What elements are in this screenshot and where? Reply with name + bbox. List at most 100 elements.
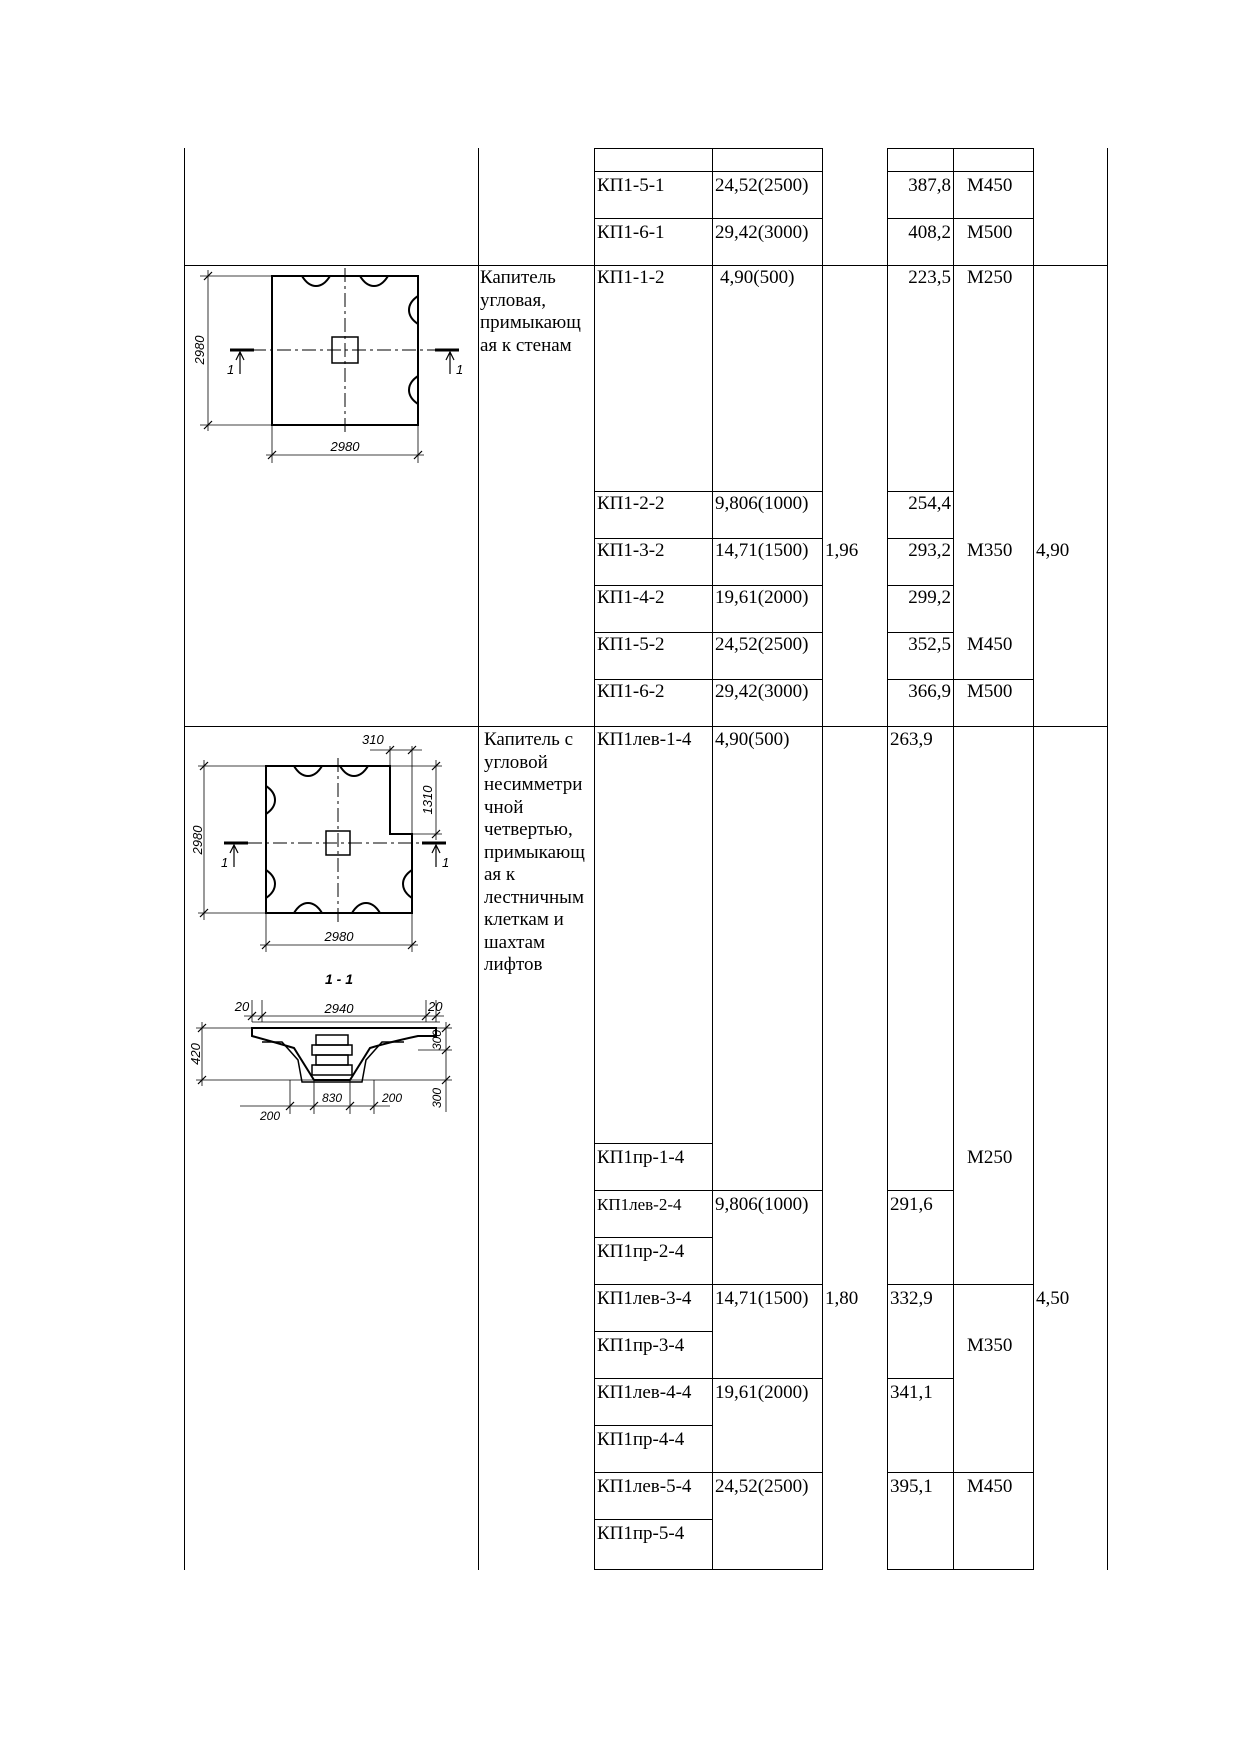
row-line [887,171,1033,172]
table-cell-mark: КП1-1-2 [597,267,665,288]
capital-plan-drawing: 310 1310 2980 2980 1 1 1 - 1 2940 20 20 … [188,732,452,1123]
row-line [594,538,822,539]
table-cell-load: 24,52(2500) [715,634,809,655]
table-cell-mass: 408,2 [908,222,951,243]
col-divider-concrete-right [1033,148,1034,1570]
table-cell-mark: КП1пр-5-4 [597,1523,685,1544]
table-cell-mark: КП1-5-2 [597,634,665,655]
section-description: Капитель угловая, примыкающ ая к стенам [480,267,581,356]
dim-label: 2980 [324,929,355,944]
table-cell-concrete: М500 [967,222,1013,243]
dim-label: 830 [322,1091,342,1105]
col-divider-mark [594,148,595,1570]
dim-label: 420 [188,1042,203,1064]
table-cell-concrete: М250 [967,1147,1013,1168]
dim-label: 2980 [190,825,205,856]
table-cell-mass: 254,4 [908,493,951,514]
col-divider-load [712,148,713,1570]
row-line [887,1378,953,1379]
table-cell-mark: КП1-6-1 [597,222,665,243]
dim-label: 2940 [324,1001,355,1016]
row-line [594,218,822,219]
table-cell-mark: КП1пр-3-4 [597,1335,685,1356]
table-cell-mark: КП1лев-2-4 [597,1195,682,1214]
row-line [594,585,822,586]
table-cell-load: 19,61(2000) [715,1382,809,1403]
table-cell-mark: КП1лев-3-4 [597,1288,692,1309]
row-line [887,1284,1033,1285]
dim-label: 200 [259,1109,280,1123]
dim-label: 300 [430,1030,444,1050]
row-line [594,632,822,633]
table-cell-concrete: М500 [967,681,1013,702]
table-cell-load: 9,806(1000) [715,493,809,514]
table-cell-volume: 1,96 [825,540,859,561]
table-cell-mark: КП1лев-5-4 [597,1476,692,1497]
table-cell-mark: КП1пр-4-4 [597,1429,685,1450]
section-divider [184,265,1108,266]
section-title: 1 - 1 [325,971,353,987]
table-cell-mass: 223,5 [908,267,951,288]
col-divider-drawing [478,148,479,1570]
table-cell-mark: КП1пр-2-4 [597,1241,685,1262]
row-line [594,679,822,680]
row-line [594,148,822,149]
section-mark-label: 1 [227,362,234,377]
table-border-right [1107,148,1108,1570]
dim-label: 1310 [420,785,435,815]
dim-label: 2980 [330,439,361,454]
section-description: Капитель с угловой несимметри чной четве… [484,729,585,975]
table-cell-load: 14,71(1500) [715,1288,809,1309]
dim-label: 2980 [192,335,207,366]
table-cell-concrete: М450 [967,634,1013,655]
table-cell-mass: 395,1 [890,1476,933,1497]
row-line [594,491,822,492]
row-line [887,538,953,539]
table-cell-mark: КП1-5-1 [597,175,665,196]
table-cell-mark: КП1лев-4-4 [597,1382,692,1403]
table-cell-mark: КП1пр-1-4 [597,1147,685,1168]
col-divider-load-right [822,148,823,1570]
row-line [887,491,953,492]
table-cell-mark: КП1лев-1-4 [597,729,692,750]
table-cell-mass: 341,1 [890,1382,933,1403]
col-divider-mass-right [953,148,954,1570]
dim-label: 20 [427,999,443,1014]
section-mark-label: 1 [221,855,228,870]
table-cell-total: 4,90 [1036,540,1070,561]
table-cell-load: 19,61(2000) [715,587,809,608]
table-border-left [184,148,185,1570]
row-line [887,632,953,633]
row-line [594,171,822,172]
table-cell-mass: 352,5 [908,634,951,655]
table-cell-load: 4,90(500) [715,729,790,750]
table-cell-concrete: М450 [967,1476,1013,1497]
table-cell-load: 24,52(2500) [715,175,809,196]
table-cell-total: 4,50 [1036,1288,1070,1309]
table-cell-load: 29,42(3000) [715,681,809,702]
table-cell-concrete: М250 [967,267,1013,288]
dim-label: 20 [234,999,250,1014]
dim-label: 200 [381,1091,402,1105]
dim-label: 300 [430,1088,444,1108]
table-cell-mass: 332,9 [890,1288,933,1309]
row-line [887,1472,1033,1473]
capital-plan-drawing: 2980 2980 1 1 [192,268,463,463]
table-cell-load: 14,71(1500) [715,540,809,561]
table-cell-concrete: М350 [967,1335,1013,1356]
col-divider-mass-left [887,148,888,1570]
table-cell-mass: 299,2 [908,587,951,608]
row-line [594,1284,822,1285]
table-cell-mark: КП1-4-2 [597,587,665,608]
row-line [887,148,1033,149]
row-line [594,1237,712,1238]
row-line [594,1143,712,1144]
row-line [594,1519,712,1520]
row-line [887,1569,1033,1570]
section-mark-label: 1 [456,362,463,377]
section-divider [184,726,1108,727]
row-line [594,1190,822,1191]
table-cell-load: 29,42(3000) [715,222,809,243]
row-line [887,679,1033,680]
row-line [594,1569,822,1570]
